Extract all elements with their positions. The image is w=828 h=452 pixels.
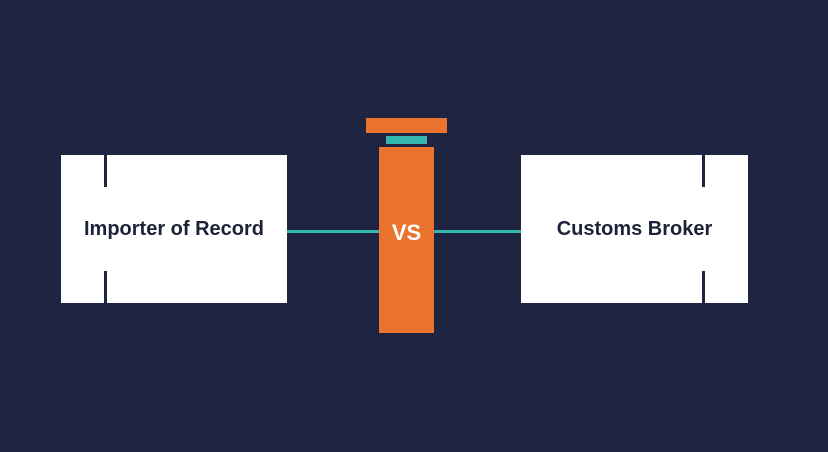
- left-box-label: Importer of Record: [83, 217, 265, 240]
- left-box-notch-top: [104, 155, 107, 187]
- right-box-label: Customs Broker: [556, 217, 713, 240]
- versus-label: VS: [391, 220, 422, 245]
- right-box: Customs Broker: [521, 155, 748, 303]
- versus-pillar: [379, 147, 434, 333]
- left-connector-line: [287, 230, 379, 233]
- left-box: Importer of Record: [61, 155, 287, 303]
- right-box-notch-bottom: [702, 271, 705, 303]
- left-box-notch-bottom: [104, 271, 107, 303]
- pillar-cap-band: [386, 136, 427, 144]
- pillar-cap: [366, 118, 447, 133]
- right-box-notch-top: [702, 155, 705, 187]
- right-connector-line: [434, 230, 521, 233]
